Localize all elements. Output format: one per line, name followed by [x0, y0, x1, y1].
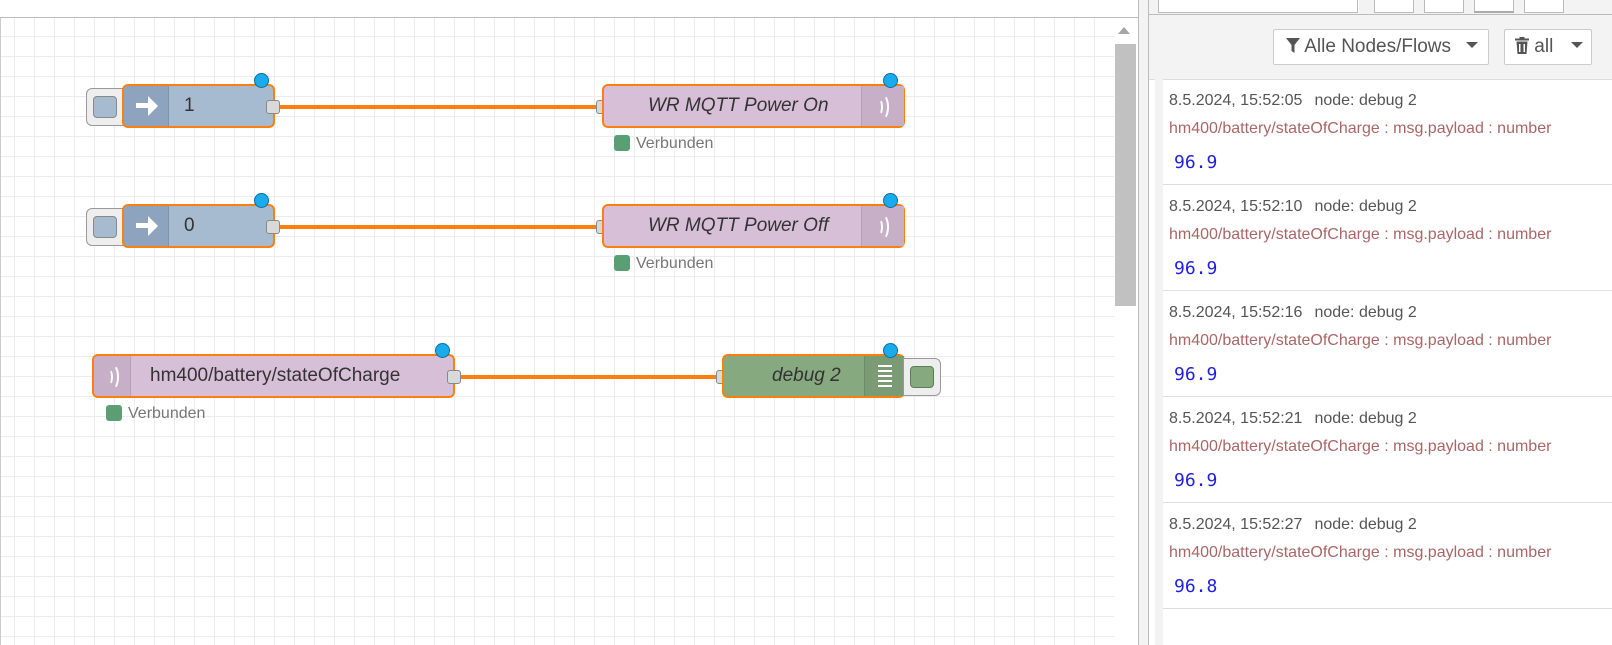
inject-button-face[interactable] — [93, 96, 117, 118]
node-status: Verbunden — [106, 405, 205, 423]
mqtt-out-node-power-off[interactable]: WR MQTT Power Off — [602, 204, 905, 248]
node-label: 1 — [184, 95, 195, 116]
message-time: 8.5.2024, 15:52:27 — [1169, 516, 1303, 533]
message-topic: hm400/battery/stateOfCharge : msg.payloa… — [1169, 332, 1552, 349]
node-status: Verbunden — [614, 135, 713, 153]
mqtt-wifi-icon — [861, 86, 904, 126]
workspace-vertical-scrollbar[interactable] — [1114, 18, 1138, 645]
inject-button-face[interactable] — [93, 216, 117, 238]
output-port[interactable] — [447, 370, 461, 384]
flow-workspace[interactable]: 1 WR MQTT Power On Verbunden 0 WR MQTT P… — [0, 0, 1138, 645]
debug-message[interactable]: 8.5.2024, 15:52:16 node: debug 2 hm400/ba… — [1163, 291, 1612, 397]
message-topic: hm400/battery/stateOfCharge : msg.payloa… — [1169, 544, 1552, 561]
node-label: debug 2 — [772, 365, 841, 386]
debug-node-2[interactable]: debug 2 — [722, 354, 905, 398]
message-time: 8.5.2024, 15:52:05 — [1169, 92, 1303, 109]
status-connected-icon — [614, 255, 630, 271]
output-port[interactable] — [266, 100, 280, 114]
status-connected-icon — [106, 405, 122, 421]
changed-indicator — [435, 343, 450, 358]
clear-label: all — [1534, 36, 1554, 57]
message-time: 8.5.2024, 15:52:10 — [1169, 198, 1303, 215]
scroll-up-arrow-icon[interactable] — [1118, 27, 1130, 34]
node-label: 0 — [184, 215, 195, 236]
message-node[interactable]: node: debug 2 — [1314, 304, 1417, 321]
debug-message[interactable]: 8.5.2024, 15:52:05 node: debug 2 hm400/ba… — [1163, 79, 1612, 185]
message-value[interactable]: 96.9 — [1174, 258, 1218, 279]
node-label: hm400/battery/stateOfCharge — [150, 365, 401, 386]
debug-message[interactable]: 8.5.2024, 15:52:27 node: debug 2 hm400/ba… — [1163, 503, 1612, 609]
message-value[interactable]: 96.9 — [1174, 470, 1218, 491]
sidebar-tool-button[interactable] — [1524, 0, 1564, 13]
sidebar-separator[interactable] — [1138, 0, 1149, 645]
node-status: Verbunden — [614, 255, 713, 273]
sidebar-tab-bar — [1149, 0, 1612, 15]
debug-message[interactable]: 8.5.2024, 15:52:10 node: debug 2 hm400/ba… — [1163, 185, 1612, 291]
changed-indicator — [254, 193, 269, 208]
tab-debug[interactable] — [1158, 0, 1358, 13]
mqtt-wifi-icon — [94, 356, 131, 396]
mqtt-wifi-icon — [861, 206, 904, 246]
status-connected-icon — [614, 135, 630, 151]
filter-dropdown[interactable]: Alle Nodes/Flows — [1273, 29, 1489, 65]
node-label: WR MQTT Power On — [648, 95, 829, 116]
inject-arrow-icon — [124, 86, 169, 126]
message-node[interactable]: node: debug 2 — [1314, 410, 1417, 427]
trash-icon — [1515, 36, 1534, 57]
inject-0-button[interactable] — [86, 208, 124, 246]
message-node[interactable]: node: debug 2 — [1314, 516, 1417, 533]
changed-indicator — [883, 73, 898, 88]
message-meta: 8.5.2024, 15:52:05 node: debug 2 — [1169, 92, 1417, 110]
debug-toggle-button[interactable] — [903, 358, 941, 396]
mqtt-out-node-power-on[interactable]: WR MQTT Power On — [602, 84, 905, 128]
changed-indicator — [883, 343, 898, 358]
debug-toolbar: Alle Nodes/Flows all — [1149, 15, 1612, 80]
debug-toggle-face[interactable] — [910, 366, 934, 388]
message-time: 8.5.2024, 15:52:21 — [1169, 410, 1303, 427]
changed-indicator — [254, 73, 269, 88]
message-meta: 8.5.2024, 15:52:27 node: debug 2 — [1169, 516, 1417, 534]
message-value[interactable]: 96.9 — [1174, 152, 1218, 173]
message-value[interactable]: 96.9 — [1174, 364, 1218, 385]
chevron-down-icon — [1570, 42, 1583, 48]
sidebar-tool-button[interactable] — [1374, 0, 1414, 13]
node-label: WR MQTT Power Off — [648, 215, 829, 236]
inject-node-0[interactable]: 0 — [122, 204, 275, 248]
filter-label: Alle Nodes/Flows — [1304, 36, 1452, 57]
debug-message-list[interactable]: 8.5.2024, 15:52:05 node: debug 2 hm400/ba… — [1155, 79, 1612, 645]
debug-sidebar: Alle Nodes/Flows all 8.5.2024, 15:52:05 n… — [1149, 0, 1612, 645]
tab-divider — [1358, 0, 1359, 13]
debug-list-icon — [864, 356, 904, 396]
output-port[interactable] — [266, 220, 280, 234]
message-meta: 8.5.2024, 15:52:16 node: debug 2 — [1169, 304, 1417, 322]
message-time: 8.5.2024, 15:52:16 — [1169, 304, 1303, 321]
message-topic: hm400/battery/stateOfCharge : msg.payloa… — [1169, 226, 1552, 243]
workspace-tab-bar — [0, 0, 1138, 18]
changed-indicator — [883, 193, 898, 208]
debug-message[interactable]: 8.5.2024, 15:52:21 node: debug 2 hm400/ba… — [1163, 397, 1612, 503]
message-meta: 8.5.2024, 15:52:10 node: debug 2 — [1169, 198, 1417, 216]
chevron-down-icon — [1466, 42, 1479, 48]
clear-messages-button[interactable]: all — [1504, 29, 1592, 65]
message-topic: hm400/battery/stateOfCharge : msg.payloa… — [1169, 438, 1552, 455]
sidebar-tool-button[interactable] — [1424, 0, 1464, 13]
filter-icon — [1286, 36, 1304, 57]
message-node[interactable]: node: debug 2 — [1314, 198, 1417, 215]
inject-arrow-icon — [124, 206, 169, 246]
mqtt-in-node-state-of-charge[interactable]: hm400/battery/stateOfCharge — [92, 354, 455, 398]
canvas-left-edge — [0, 18, 1, 645]
scrollbar-thumb[interactable] — [1115, 44, 1136, 306]
message-node[interactable]: node: debug 2 — [1314, 92, 1417, 109]
message-topic: hm400/battery/stateOfCharge : msg.payloa… — [1169, 120, 1552, 137]
inject-1-button[interactable] — [86, 88, 124, 126]
sidebar-tool-button[interactable] — [1474, 0, 1514, 13]
message-meta: 8.5.2024, 15:52:21 node: debug 2 — [1169, 410, 1417, 428]
message-value[interactable]: 96.8 — [1174, 576, 1218, 597]
inject-node-1[interactable]: 1 — [122, 84, 275, 128]
